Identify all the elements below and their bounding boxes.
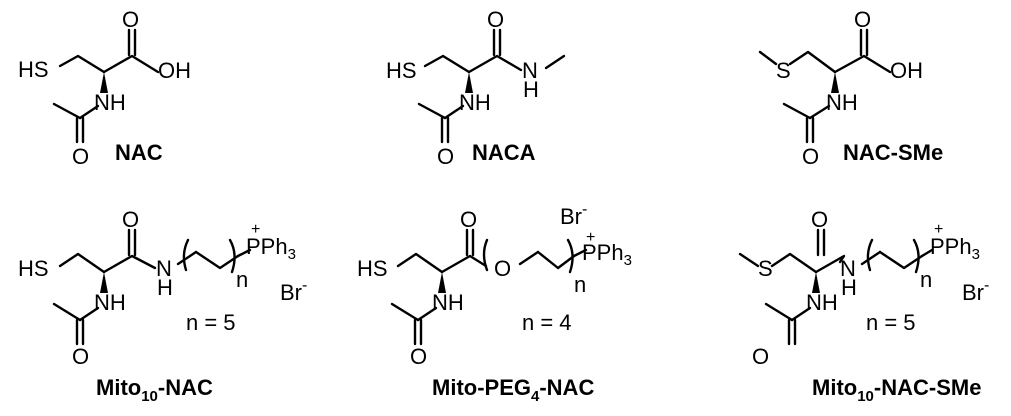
atom-o: O (487, 7, 504, 32)
structure-naca: HS O N H NH O NACA (386, 7, 566, 169)
atom-o: O (802, 144, 819, 169)
atom-o: O (811, 207, 828, 232)
atom-nh: NH (94, 290, 126, 315)
charge-plus: + (934, 221, 943, 238)
atom-n: N (522, 58, 538, 83)
structure-mito10-nac-sme: S O N H n + PPh3 Br- NH n = 5 O Mito10-N… (738, 207, 989, 405)
atom-h: H (523, 77, 539, 102)
atom-pph3: PPh3 (930, 234, 980, 263)
charge-plus: + (586, 229, 595, 246)
atom-o: O (72, 344, 89, 369)
atom-nh: NH (806, 290, 838, 315)
compound-name-mito10-nac-sme: Mito10-NAC-SMe (812, 375, 981, 405)
atom-oh: OH (158, 58, 191, 83)
compound-name-nac-sme: NAC-SMe (843, 140, 943, 165)
structure-mito-peg4-nac: HS O O n Br- + PPh3 NH n = 4 O Mito-PEG4… (357, 201, 632, 405)
atom-br: Br- (560, 201, 587, 229)
atom-o: O (122, 207, 139, 232)
atom-nh: NH (432, 290, 464, 315)
compound-name-nac: NAC (115, 140, 163, 165)
atom-s: S (758, 256, 773, 281)
atom-sh: HS (18, 57, 49, 82)
atom-s: S (776, 58, 791, 83)
compound-name-naca: NACA (472, 140, 536, 165)
compound-name-mito10-nac: Mito10-NAC (96, 375, 213, 405)
repeat-count-label: n = 4 (522, 310, 572, 335)
atom-sh: HS (357, 256, 388, 281)
atom-n-repeat: n (920, 267, 932, 292)
atom-br: Br- (280, 277, 307, 305)
atom-nh: NH (459, 90, 491, 115)
atom-o: O (494, 256, 511, 281)
atom-o: O (854, 7, 871, 32)
atom-h: H (157, 275, 173, 300)
atom-nh: NH (94, 90, 126, 115)
atom-o: O (752, 344, 769, 369)
repeat-count-label: n = 5 (866, 310, 916, 335)
atom-o: O (122, 7, 139, 32)
atom-o: O (72, 144, 89, 169)
structure-nac-sme: S O OH NH O NAC-SMe (758, 7, 943, 169)
atom-o: O (460, 207, 477, 232)
atom-n-repeat: n (236, 267, 248, 292)
atom-sh: HS (386, 58, 417, 83)
atom-br: Br- (962, 277, 989, 305)
atom-pph3: PPh3 (582, 240, 632, 269)
atom-n-repeat: n (574, 272, 586, 297)
atom-o: O (437, 144, 454, 169)
compound-name-mito-peg4-nac: Mito-PEG4-NAC (432, 375, 594, 405)
charge-plus: + (251, 221, 260, 238)
atom-o: O (410, 344, 427, 369)
atom-h: H (841, 275, 857, 300)
atom-oh: OH (890, 58, 923, 83)
structure-nac: HS O OH NH O NAC (18, 7, 191, 169)
atom-n: N (156, 256, 172, 281)
structure-mito10-nac: HS O N H n + PPh3 Br- NH n = 5 O Mito10-… (18, 207, 307, 405)
atom-sh: HS (18, 256, 49, 281)
repeat-count-label: n = 5 (186, 310, 236, 335)
atom-n: N (840, 256, 856, 281)
atom-nh: NH (826, 90, 858, 115)
atom-pph3: PPh3 (246, 234, 296, 263)
